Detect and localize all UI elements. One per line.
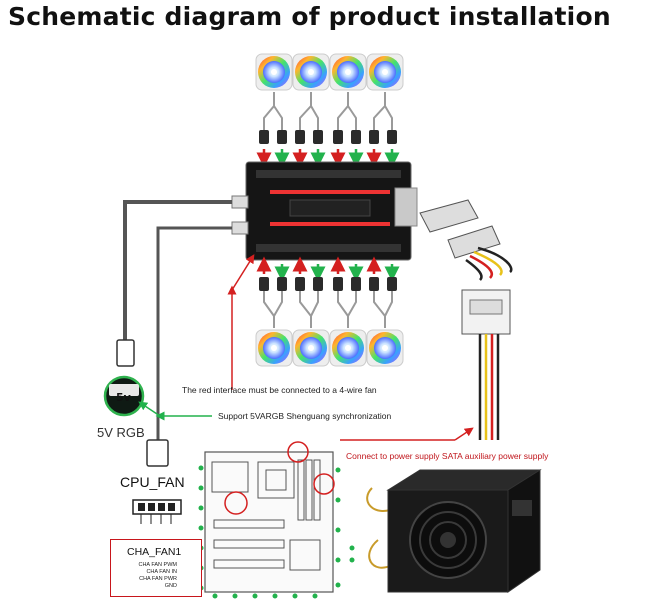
fan-icon xyxy=(366,329,404,367)
sata-note: Connect to power supply SATA auxiliary p… xyxy=(346,451,549,461)
sata-power-cable xyxy=(461,289,511,440)
cha-pin-label: GND xyxy=(164,583,177,589)
fan-icon xyxy=(255,53,293,91)
cha-fan-label: CHA_FAN1 xyxy=(127,546,182,558)
bottom-connectors xyxy=(259,277,397,291)
5v-badge xyxy=(103,375,145,417)
fan-icon xyxy=(329,329,367,367)
cpu-fan-header-icon xyxy=(132,499,182,524)
cha-pin-label: CHA FAN PWM xyxy=(138,562,177,568)
fan-icon xyxy=(366,53,404,91)
top-cables xyxy=(263,92,393,130)
sata-adapter xyxy=(419,199,513,281)
fan-icon xyxy=(329,53,367,91)
bottom-arrows xyxy=(256,256,400,282)
diagram-title: Schematic diagram of product installatio… xyxy=(8,2,611,31)
cha-pin-label: CHA FAN PWR xyxy=(139,576,177,582)
cha-fan-box: CHA_FAN1 CHA FAN PWM CHA FAN IN CHA FAN … xyxy=(110,539,202,597)
hub-board xyxy=(231,161,418,261)
rgb-5v-label: 5V RGB xyxy=(97,425,145,440)
motherboard-diagram xyxy=(204,441,335,593)
fan-icon xyxy=(255,329,293,367)
bottom-cables xyxy=(263,291,393,328)
fan-icon xyxy=(292,53,330,91)
top-connectors xyxy=(259,130,397,144)
support-5v-note: Support 5VARGB Shenguang synchronization xyxy=(218,411,392,421)
bottom-fans xyxy=(255,329,404,367)
top-arrows xyxy=(256,149,400,168)
sata-arrow xyxy=(340,427,474,441)
cha-pin-label: CHA FAN IN xyxy=(146,569,177,575)
red-interface-note: The red interface must be connected to a… xyxy=(182,385,377,395)
5v-badge-label: 5v xyxy=(116,391,131,404)
green-sync-arrows xyxy=(138,401,212,421)
top-fans xyxy=(255,53,404,91)
red-interface-arrows xyxy=(227,254,255,390)
fan-icon xyxy=(292,329,330,367)
power-supply xyxy=(366,469,542,593)
rgb-cable xyxy=(116,200,232,467)
cpu-fan-label: CPU_FAN xyxy=(120,474,185,490)
